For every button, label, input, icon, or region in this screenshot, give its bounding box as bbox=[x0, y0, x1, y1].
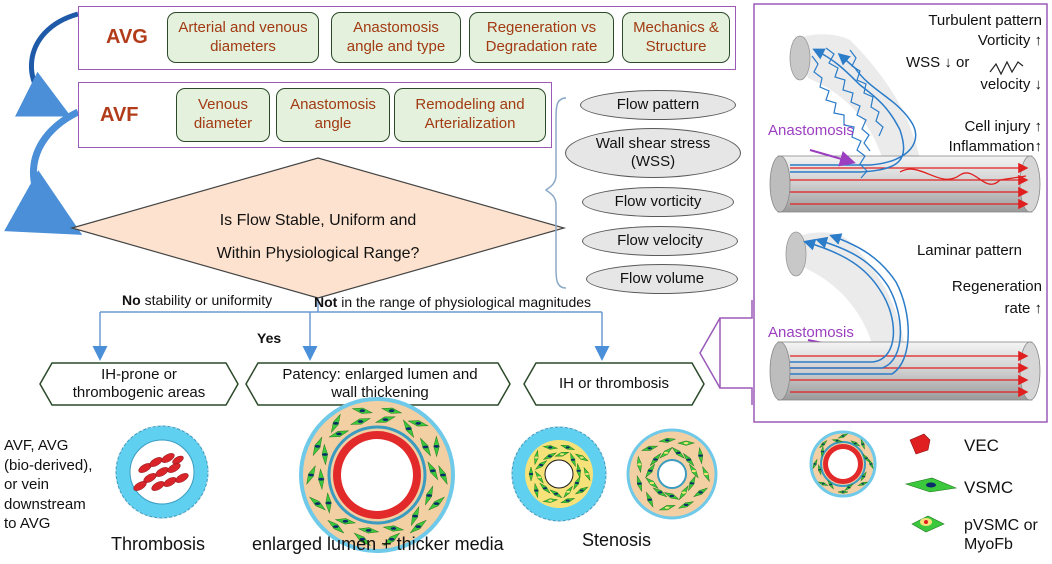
cross-section-stenosis-2 bbox=[626, 428, 718, 520]
turbulent-text-1: Turbulent pattern bbox=[928, 12, 1042, 29]
decision-text: Is Flow Stable, Uniform and Within Physi… bbox=[180, 204, 456, 270]
turbulent-text-6: Inflammation↑ bbox=[948, 138, 1042, 155]
brace bbox=[544, 97, 567, 289]
branch-yes-label: Yes bbox=[257, 330, 282, 346]
pvsmc-icon bbox=[911, 515, 945, 533]
laminar-anastomosis: Anastomosis bbox=[768, 324, 854, 341]
flow-param-velocity: Flow velocity bbox=[582, 226, 738, 256]
avg-label: AVG bbox=[106, 26, 148, 48]
outcome-hex-3 bbox=[523, 362, 705, 406]
turbulent-text-3: WSS ↓ or bbox=[906, 54, 970, 71]
avg-factor-1: Arterial and venous diameters bbox=[167, 12, 319, 63]
turbulent-text-4: velocity ↓ bbox=[980, 76, 1042, 93]
laminar-text-1: Laminar pattern bbox=[916, 242, 1022, 259]
legend-vsmc: VSMC bbox=[964, 478, 1014, 497]
outcome-hex-2 bbox=[245, 362, 511, 406]
zigzag-icon bbox=[989, 60, 1024, 76]
legend-pvsmc: pVSMC or MyoFb bbox=[964, 517, 1038, 554]
turbulent-anastomosis: Anastomosis bbox=[768, 122, 854, 139]
avg-factor-3: Regeneration vs Degradation rate bbox=[469, 12, 614, 63]
curve-arrow-avf bbox=[4, 108, 83, 235]
flow-param-vorticity: Flow vorticity bbox=[582, 187, 734, 217]
turbulent-text-5: Cell injury ↑ bbox=[964, 118, 1042, 135]
vec-icon bbox=[909, 433, 931, 455]
outcome-hex-1 bbox=[39, 362, 239, 406]
outcome-1: IH-prone or thrombogenic areas bbox=[72, 366, 206, 401]
decision-line-1: Is Flow Stable, Uniform and bbox=[219, 212, 417, 229]
avg-factor-4: Mechanics & Structure bbox=[622, 12, 730, 63]
avf-factor-2: Anastomosis angle bbox=[276, 88, 390, 142]
flow-param-pattern: Flow pattern bbox=[580, 90, 736, 120]
laminar-text-2: Regeneration bbox=[951, 278, 1042, 295]
flow-param-wss: Wall shear stress (WSS) bbox=[565, 128, 741, 178]
avf-factor-3: Remodeling and Arterialization bbox=[394, 88, 546, 142]
avf-factor-1: Venous diameter bbox=[176, 88, 270, 142]
curve-arrow-avg bbox=[15, 11, 79, 117]
turbulent-text-2: Vorticity ↑ bbox=[977, 32, 1042, 49]
laminar-text-3: rate ↑ bbox=[1004, 300, 1042, 317]
caption-enlarged: enlarged lumen + thicker media bbox=[252, 534, 504, 554]
outcome-3: IH or thrombosis bbox=[558, 375, 670, 392]
cross-section-thrombosis bbox=[115, 425, 209, 519]
decision-diamond bbox=[69, 157, 567, 299]
branch-no-label: No stability or uniformity bbox=[122, 292, 273, 308]
avf-label: AVF bbox=[100, 104, 139, 126]
caption-thrombosis: Thrombosis bbox=[111, 534, 206, 554]
decision-line-2: Within Physiological Range? bbox=[216, 245, 420, 262]
caption-stenosis: Stenosis bbox=[582, 530, 652, 550]
flow-param-volume: Flow volume bbox=[586, 264, 738, 294]
vsmc-icon bbox=[904, 477, 958, 493]
avg-factor-2: Anastomosis angle and type bbox=[331, 12, 461, 63]
hollow-arrow bbox=[719, 300, 753, 405]
cross-section-legend bbox=[809, 430, 877, 498]
side-note: AVF, AVG (bio-derived), or vein downstre… bbox=[4, 437, 93, 532]
turbulent-vessel bbox=[769, 34, 1041, 213]
legend-vec: VEC bbox=[964, 436, 999, 455]
cross-section-enlarged bbox=[299, 397, 455, 553]
laminar-vessel bbox=[769, 231, 1041, 401]
cross-section-stenosis-1 bbox=[511, 426, 607, 522]
outcome-2: Patency: enlarged lumen and wall thicken… bbox=[282, 366, 478, 401]
branch-not-label: Not in the range of physiological magnit… bbox=[314, 294, 592, 310]
